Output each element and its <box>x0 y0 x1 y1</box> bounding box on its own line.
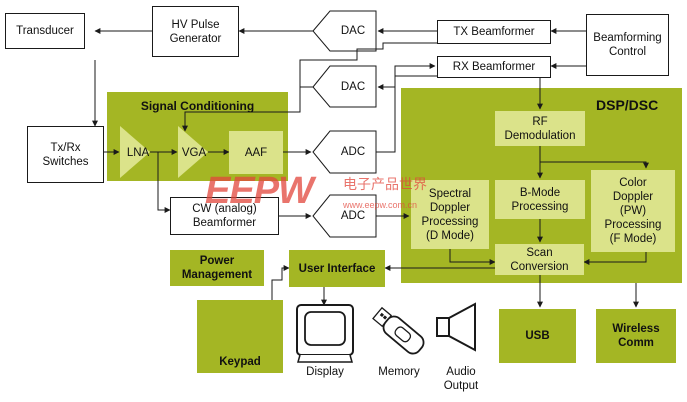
bmode-block: B-Mode Processing <box>495 180 585 219</box>
arrow-rf-to-color <box>540 161 649 169</box>
cw-beamformer-line2: Beamformer <box>192 217 257 229</box>
adc-cw-label: ADC <box>340 210 366 222</box>
bmode-line2: Processing <box>511 200 569 213</box>
spectral-doppler-line2: Doppler <box>429 201 471 214</box>
power-management-line2: Management <box>181 269 253 281</box>
display-label: Display <box>306 366 344 378</box>
hv-pulse-line1: HV Pulse <box>171 18 220 31</box>
dac-mid-shape <box>312 65 377 108</box>
rx-beamformer-label: RX Beamformer <box>452 61 536 73</box>
cw-beamformer-line1: CW (analog) <box>192 203 257 215</box>
speaker-icon <box>436 302 476 352</box>
keypad-label: Keypad <box>219 356 261 368</box>
signal-conditioning-title: Signal Conditioning <box>140 99 255 113</box>
color-doppler-block: Color Doppler (PW) Processing (F Mode) <box>591 170 675 252</box>
beamforming-control-line2: Control <box>608 46 647 58</box>
dac-top-label: DAC <box>340 25 366 37</box>
color-doppler-line1: Color <box>619 177 647 189</box>
vga-label: VGA <box>181 147 207 159</box>
hv-pulse-line2: Generator <box>169 32 222 45</box>
scan-conversion-block: Scan Conversion <box>495 244 584 275</box>
adc-main-label: ADC <box>340 146 366 158</box>
arrow-adc-to-rx <box>376 63 436 153</box>
color-doppler-line3: (PW) <box>619 205 647 217</box>
spectral-doppler-block: Spectral Doppler Processing (D Mode) <box>411 180 489 249</box>
tx-beamformer-block: TX Beamformer <box>437 20 551 44</box>
rf-demod-line1: RF <box>532 115 548 128</box>
bmode-line1: B-Mode <box>519 186 561 199</box>
spectral-doppler-line3: Processing <box>421 215 479 228</box>
txrx-switches-line2: Switches <box>42 155 89 168</box>
dac-mid-label: DAC <box>340 81 366 93</box>
spectral-doppler-line4: (D Mode) <box>426 229 474 242</box>
spectral-doppler-line1: Spectral <box>428 187 472 200</box>
user-interface-label: User Interface <box>298 262 376 275</box>
arrow-rx-to-dac <box>377 75 437 90</box>
arrow-spectral-to-scan <box>449 249 496 265</box>
wireless-block: Wireless Comm <box>596 309 676 363</box>
vga-triangle <box>178 126 208 178</box>
scan-conversion-line1: Scan <box>526 246 553 259</box>
scan-conversion-line2: Conversion <box>510 260 569 273</box>
rf-demod-block: RF Demodulation <box>495 111 585 146</box>
rf-demod-line2: Demodulation <box>504 129 576 142</box>
usb-block: USB <box>499 309 576 363</box>
keypad-block: Keypad <box>197 300 283 373</box>
arrow-dac-to-vga <box>182 42 437 132</box>
lna-triangle <box>120 126 150 178</box>
color-doppler-line4: Processing <box>604 219 662 231</box>
dsp-title: DSP/DSC <box>596 97 659 113</box>
aaf-block: AAF <box>229 131 283 174</box>
watermark-logo: EEPW <box>205 170 314 212</box>
tx-beamformer-label: TX Beamformer <box>453 26 535 38</box>
wireless-line1: Wireless <box>612 323 660 335</box>
color-doppler-line2: Doppler <box>612 191 654 203</box>
aaf-label: AAF <box>244 146 268 159</box>
arrow-lna-to-cw <box>157 152 171 213</box>
arrow-keypad-to-ui <box>271 265 290 310</box>
watermark-url: www.eepw.com.cn <box>343 200 418 210</box>
transducer-label: Transducer <box>16 25 74 37</box>
watermark: EEPW 电子产品世界 www.eepw.com.cn <box>205 170 427 222</box>
hv-pulse-block: HV Pulse Generator <box>152 6 239 57</box>
cw-beamformer-block: CW (analog) Beamformer <box>170 197 279 235</box>
memory-label: Memory <box>378 366 420 378</box>
lna-label: LNA <box>126 147 150 159</box>
display-icon <box>296 304 354 363</box>
beamforming-control-line1: Beamforming <box>593 32 662 44</box>
usb-label: USB <box>525 330 550 342</box>
power-management-block: Power Management <box>170 250 264 286</box>
txrx-switches-line1: Tx/Rx <box>50 141 81 154</box>
audio-output-line1: Audio <box>446 366 476 378</box>
transducer-block: Transducer <box>5 13 85 49</box>
dac-top-shape <box>312 10 377 52</box>
color-doppler-line5: (F Mode) <box>609 233 657 245</box>
user-interface-block: User Interface <box>289 250 385 287</box>
arrow-color-to-scan <box>583 252 647 265</box>
txrx-switches-block: Tx/Rx Switches <box>27 126 104 183</box>
power-management-line1: Power <box>199 255 235 267</box>
audio-output-line2: Output <box>443 380 479 392</box>
rx-beamformer-block: RX Beamformer <box>437 56 551 78</box>
beamforming-control-block: Beamforming Control <box>586 14 669 76</box>
wireless-line2: Comm <box>618 337 654 349</box>
watermark-cn: 电子产品世界 <box>343 176 427 192</box>
memory-icon <box>372 306 425 355</box>
